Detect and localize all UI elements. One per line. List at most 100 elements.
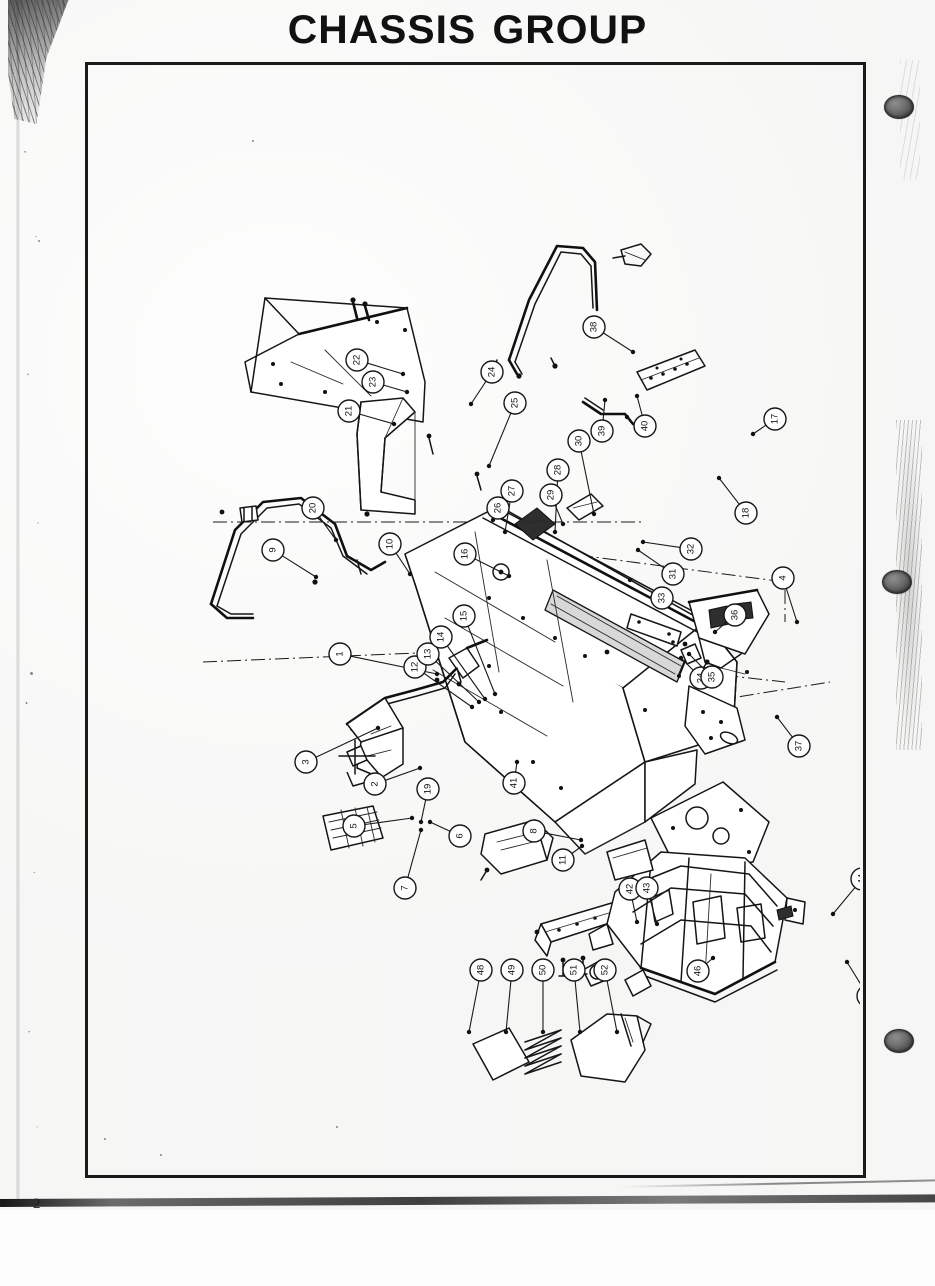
leader-terminator <box>434 671 440 677</box>
part-perforated-rail <box>534 901 626 957</box>
leader-terminator <box>614 1029 620 1035</box>
leader-terminator <box>375 725 381 731</box>
leader-terminator <box>404 389 410 395</box>
dust-speck <box>38 240 40 242</box>
callout-circle <box>679 537 703 561</box>
callout-29: 29 <box>539 483 566 527</box>
callout-16: 16 <box>453 542 512 579</box>
callout-circle <box>635 876 659 900</box>
leader-line <box>385 767 421 781</box>
leader-terminator <box>686 651 692 657</box>
callout-9: 9 <box>261 538 319 580</box>
part-cover-shroud <box>570 1013 652 1083</box>
leader-terminator <box>635 547 641 553</box>
callout-49: 49 <box>500 958 524 1035</box>
callout-6: 6 <box>427 819 472 848</box>
callout-circle <box>416 642 440 666</box>
callout-number: 35 <box>707 672 718 683</box>
callout-circle <box>342 814 366 838</box>
leader-terminator <box>591 511 597 517</box>
callout-2: 2 <box>363 765 423 796</box>
part-clip-top <box>612 243 652 267</box>
leader-line <box>846 961 860 985</box>
scan-bottom-line <box>0 1194 935 1207</box>
callout-circle <box>650 586 674 610</box>
leader-line <box>714 621 727 633</box>
callout-circle <box>500 958 524 982</box>
callout-number: 12 <box>410 662 421 673</box>
callout-number: 52 <box>600 965 611 976</box>
callout-number: 32 <box>686 544 697 555</box>
callout-39: 39 <box>590 397 614 443</box>
callout-30: 30 <box>567 429 597 517</box>
callout-number: 42 <box>625 884 636 895</box>
leader-terminator <box>579 843 585 849</box>
punch-hole-3 <box>884 1029 914 1053</box>
scan-edge-specks <box>20 120 46 1180</box>
callout-circle <box>500 479 524 503</box>
callout-36: 36 <box>712 603 747 635</box>
leader-terminator <box>552 529 558 535</box>
leader-terminator <box>469 704 475 710</box>
leader-terminator <box>466 1029 472 1035</box>
callout-44: 44 <box>830 867 860 917</box>
callout-number: 39 <box>597 426 608 437</box>
page-title-word-1: CHASSIS <box>287 8 477 52</box>
callout-circle <box>551 848 575 872</box>
leader-terminator <box>417 765 423 771</box>
leader-terminator <box>503 1029 509 1035</box>
callout-number: 29 <box>546 490 557 501</box>
leader-line <box>544 832 582 841</box>
leader-terminator <box>468 401 474 407</box>
leader-terminator <box>678 655 684 661</box>
leader-line <box>429 821 451 832</box>
callout-number: 26 <box>493 503 504 514</box>
callout-37: 37 <box>774 714 811 758</box>
leader-terminator <box>602 397 608 403</box>
exploded-parts-diagram: 1234567891011121314151617181920212223242… <box>202 243 860 1083</box>
callout-31: 31 <box>635 547 685 586</box>
dust-speck <box>336 1126 338 1128</box>
part-shim-plate <box>472 1027 530 1081</box>
callout-41: 41 <box>502 759 526 795</box>
leader-terminator <box>710 955 716 961</box>
leader-terminator <box>578 837 584 843</box>
leader-terminator <box>794 619 800 625</box>
callout-5: 5 <box>342 814 415 838</box>
leader-line <box>446 645 486 700</box>
callout-46: 46 <box>686 955 716 983</box>
callout-number: 17 <box>770 414 781 425</box>
callout-number: 11 <box>558 855 569 865</box>
callout-number: 3 <box>301 759 312 764</box>
callout-38: 38 <box>582 315 636 355</box>
callout-number: 14 <box>436 632 447 643</box>
callout-circle <box>480 360 504 384</box>
callout-circle <box>337 399 361 423</box>
leader-terminator <box>634 919 640 925</box>
callout-circle <box>856 987 860 1005</box>
leader-line <box>367 362 404 375</box>
leader-line <box>629 579 653 594</box>
part-fasteners-upper <box>350 297 371 322</box>
leader-line <box>752 424 767 435</box>
callout-8: 8 <box>522 819 584 843</box>
leader-terminator <box>577 1029 583 1035</box>
leader-line <box>282 555 317 578</box>
leader-terminator <box>627 577 633 583</box>
part-fastener-right <box>776 905 794 921</box>
callout-circle <box>771 566 795 590</box>
callout-12: 12 <box>403 655 475 710</box>
leader-terminator <box>774 714 780 720</box>
callout-number: 13 <box>423 649 434 660</box>
callout-circle <box>763 407 787 431</box>
callout-circle <box>378 532 402 556</box>
callout-number: 31 <box>668 569 679 580</box>
callout-number: 9 <box>268 547 279 552</box>
leader-terminator <box>486 463 492 469</box>
callout-number: 46 <box>693 966 704 977</box>
leader-line <box>504 501 511 533</box>
callout-circle <box>448 824 472 848</box>
callout-circle <box>546 458 570 482</box>
